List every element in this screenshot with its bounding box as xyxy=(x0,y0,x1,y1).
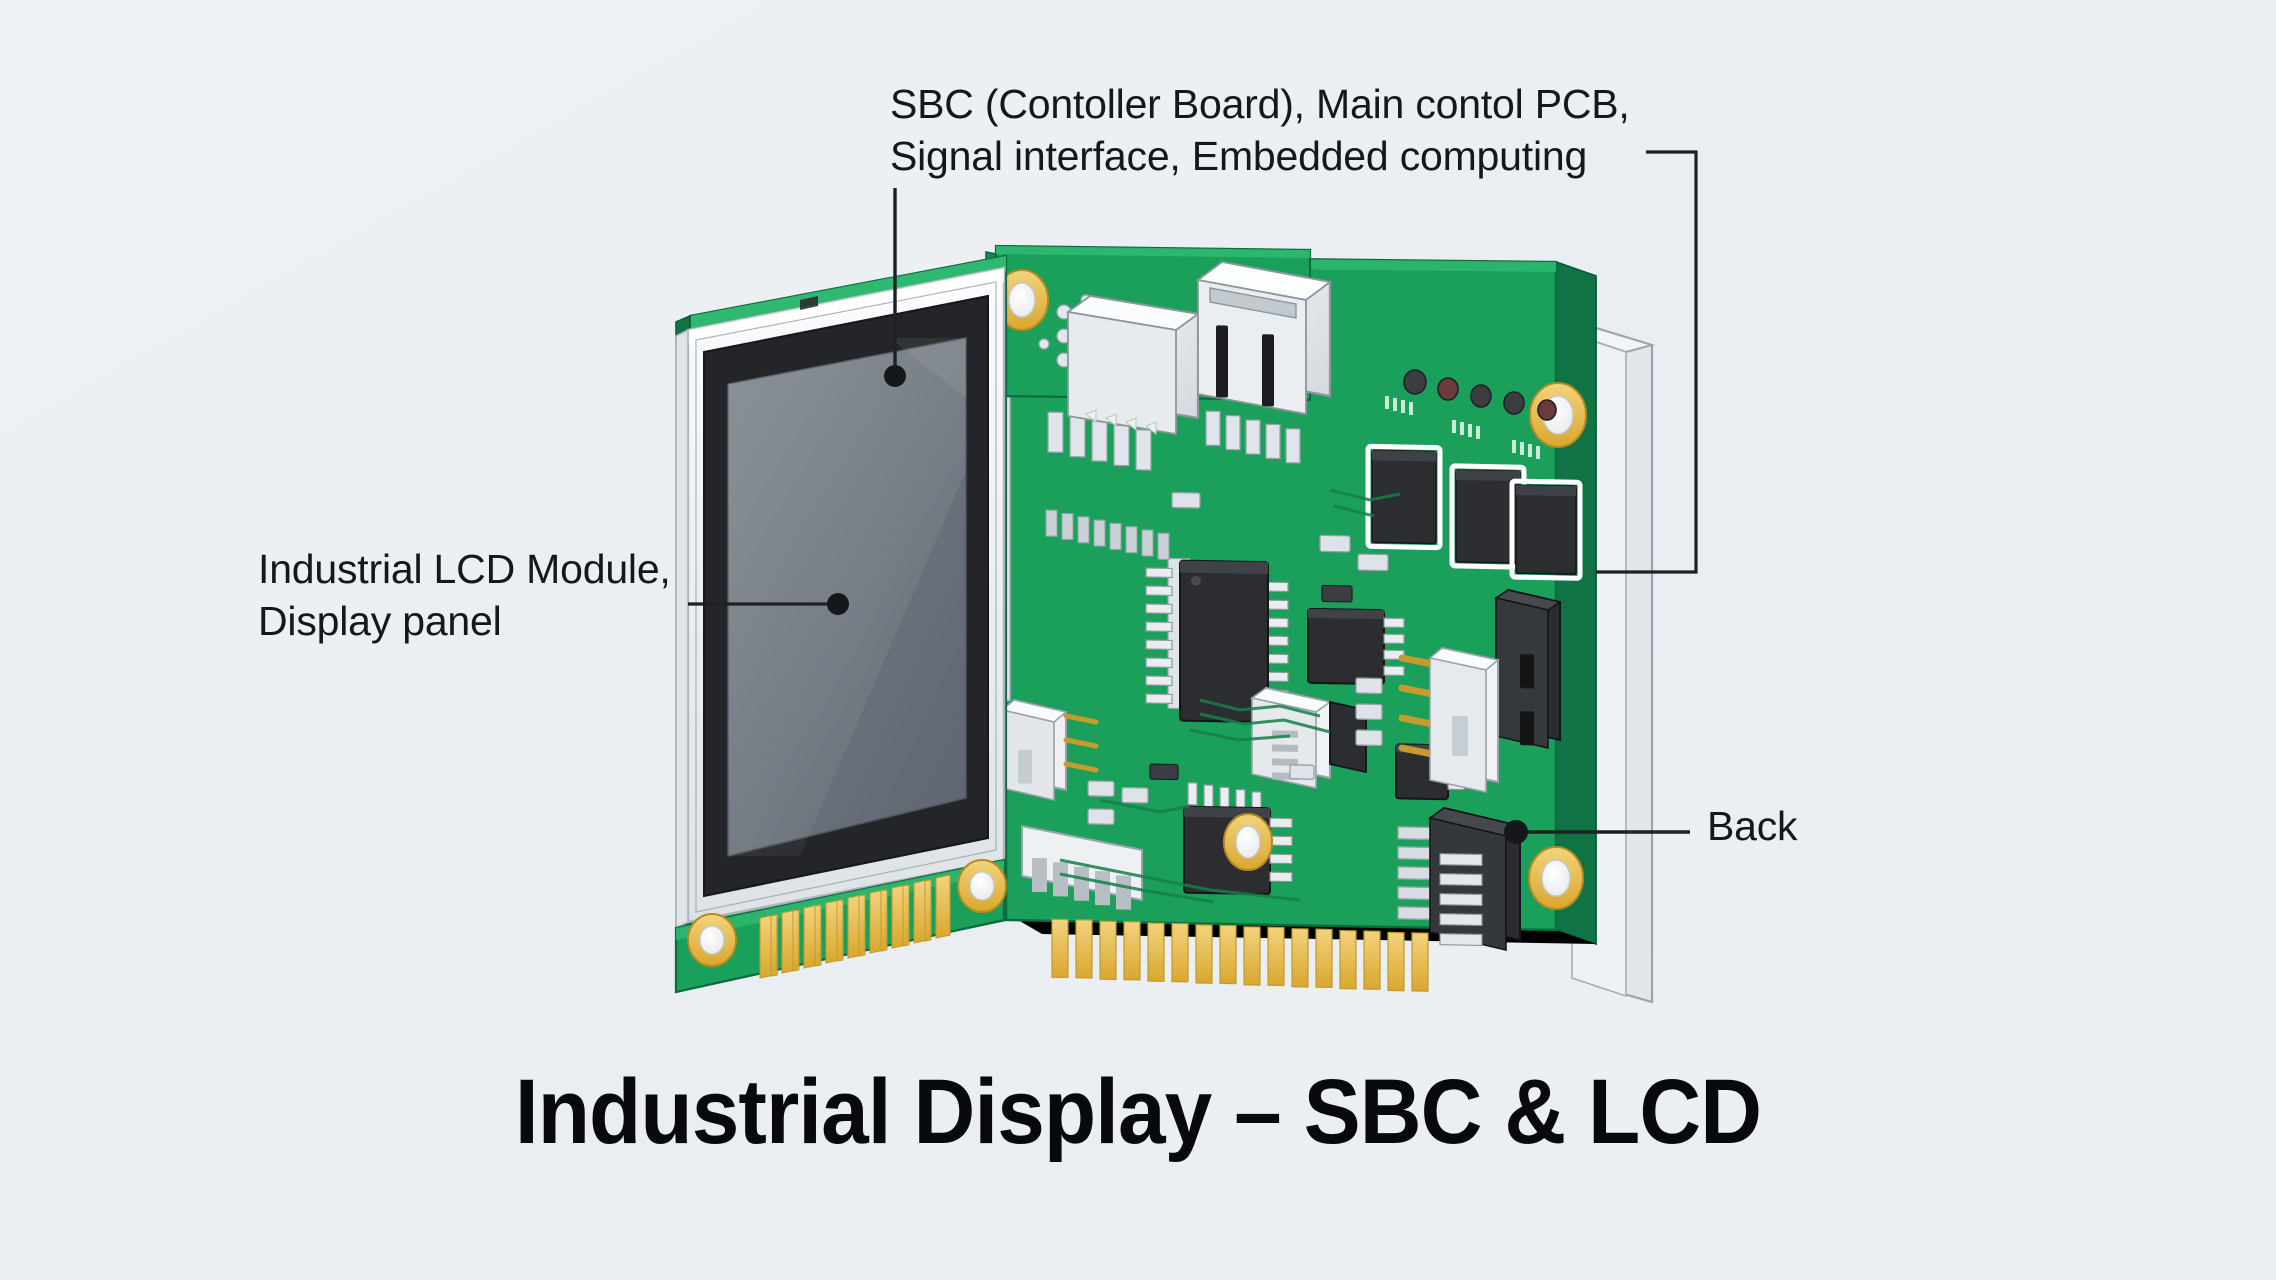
mounting-hole-mid-left xyxy=(1223,813,1273,871)
leader-back xyxy=(1504,820,1690,844)
callout-lcd-label: Industrial LCD Module, Display panel xyxy=(258,546,671,645)
smd-pad-arrays xyxy=(1045,411,1170,561)
power-ic-group xyxy=(1365,443,1583,581)
pad-row-under-rj45 xyxy=(1205,410,1301,464)
screen-glare xyxy=(728,338,966,856)
pcb-traces xyxy=(1059,488,1401,904)
passive-components xyxy=(1087,491,1389,826)
sbc-board xyxy=(942,244,1656,1004)
pin-header-upper-right xyxy=(1494,588,1562,750)
sbc-board-right-edge xyxy=(1555,260,1597,946)
micro-connector-left xyxy=(1000,698,1099,802)
mounting-hole-top-right xyxy=(1529,382,1587,448)
callout-back-label: Back xyxy=(1707,803,1798,849)
mounting-hole-top-left xyxy=(995,269,1049,331)
callout-sbc-label: SBC (Contoller Board), Main contol PCB, … xyxy=(890,81,1630,180)
rj45-connector xyxy=(1195,260,1333,416)
leader-lines xyxy=(688,150,1698,844)
mounting-hole-bottom-right xyxy=(1528,846,1584,910)
pin-header-back xyxy=(1397,806,1522,952)
lcd-bottom-pcb xyxy=(674,858,1007,994)
led-indicator-row xyxy=(1403,369,1557,421)
silkscreen-marks xyxy=(1385,396,1540,459)
processor-qfp-chip xyxy=(1145,557,1289,724)
edge-connector-sbc xyxy=(1051,918,1429,992)
soic-chip-mid xyxy=(1307,607,1405,686)
page-title: Industrial Display – SBC & LCD xyxy=(514,1061,1762,1163)
leader-sbc xyxy=(884,188,906,387)
white-connector-right xyxy=(1398,646,1500,793)
silk-triangles xyxy=(1085,409,1157,436)
leader-sbc-bracket xyxy=(1596,150,1698,574)
shield-can-connector xyxy=(1065,294,1201,436)
leader-lcd xyxy=(688,593,849,615)
lcd-module xyxy=(674,254,1008,994)
